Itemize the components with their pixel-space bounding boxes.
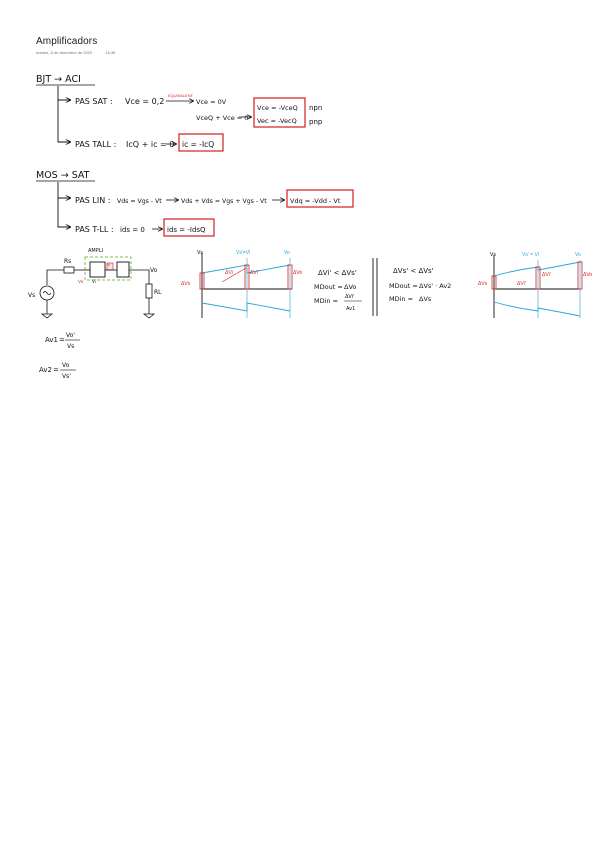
bjt-tall-box [178, 133, 224, 152]
bjt-tall-eq: IcQ + ic = 0 [126, 140, 174, 149]
right-vs-label: Vs [490, 252, 496, 258]
page-meta: martes, 8 de diciembre de 2020 16:38 [36, 50, 127, 55]
vi-label: Vi [92, 279, 96, 284]
bjt-box-line2: Vec = -VecQ [257, 117, 297, 125]
right-mdout-rhs: ΔVs' · Av2 [419, 282, 451, 290]
right-dvs-label: ΔVs [478, 281, 488, 287]
av2-num: Vo [62, 362, 70, 369]
bjt-box-line1: Vce = -VceQ [257, 104, 298, 112]
right-cond: ΔVs' < ΔVs' [393, 267, 434, 275]
left-dvi-label: ΔVi [225, 270, 233, 276]
left-equations: ΔVi' < ΔVs' MDout = ΔVo MDin = ΔVi' Av1 [314, 269, 362, 312]
mos-lin-box-text: Vdq = -Vdd - Vt [290, 197, 341, 205]
rs-label: Rs [64, 258, 71, 265]
bjt-sat-result1: Vce = 0V [196, 98, 227, 106]
mos-lin-eq1: Vds = Vgs - Vt [117, 198, 162, 205]
page-date: martes, 8 de diciembre de 2020 [36, 50, 93, 55]
svg-text:=: = [59, 336, 65, 344]
right-mdin-lhs: MDin = [389, 295, 413, 303]
left-vsvi-label: Vs'=Vi [236, 250, 250, 256]
bjt-sat-result-box [253, 97, 306, 128]
bjt-sat-eq: Vce = 0,2 [125, 97, 164, 106]
left-dvo-label: ΔVo [293, 270, 302, 276]
mos-lin-label: PAS LIN : [75, 196, 110, 205]
mos-header: MOS → SAT [36, 170, 90, 181]
left-waveform-graph: Vs Vs'=Vi Vo ΔVs ΔVi ΔVi' ΔVo [181, 250, 302, 318]
mos-tll-box [163, 218, 215, 237]
av2-den: Vs' [62, 373, 71, 380]
left-cond: ΔVi' < ΔVs' [318, 269, 357, 277]
ampli-dashed-box [84, 256, 132, 281]
av2-lhs: Av2 [39, 366, 52, 374]
rl-label: RL [154, 289, 162, 296]
gain-equations: Av1 = Vo' Vs Av2 = Vo Vs' [39, 332, 80, 380]
right-dvi-label: ΔVi' [517, 281, 526, 287]
stage2-block [116, 261, 130, 278]
mos-tll-label: PAS T-LL : [75, 225, 114, 234]
left-mdin-lhs: MDin = [314, 297, 338, 305]
right-mdin-rhs: ΔVs [419, 295, 432, 303]
mos-tll-box-text: ids = -IdsQ [167, 226, 206, 234]
left-dvs-label: ΔVs [181, 281, 191, 287]
bjt-tall-label: PAS TALL : [75, 140, 116, 149]
amplifier-circuit: AMPLI Rs Vs Vo RL Vs Vi Vi [28, 248, 162, 319]
right-dvi2-label: ΔVi' [542, 272, 551, 278]
page-time: 16:38 [105, 50, 116, 55]
rs-resistor [63, 266, 75, 274]
pnp-label: pnp [309, 118, 323, 126]
vo-label: Vo [150, 267, 158, 274]
left-mdout-lhs: MDout = [314, 283, 343, 291]
mos-lin-eq2: Vds + Vds = Vgs + Vgs - Vt [181, 198, 267, 205]
left-mdout-rhs: ΔVo [344, 283, 356, 291]
vs-red-label: Vs [78, 279, 84, 284]
mos-tll-eq: ids = 0 [120, 226, 145, 234]
ampli-label: AMPLI [88, 248, 103, 254]
vs-label: Vs [28, 292, 35, 299]
bjt-tall-box-text: ic = -IcQ [182, 140, 214, 149]
npn-label: npn [309, 104, 322, 112]
left-dvi2-label: ΔVi' [250, 270, 259, 276]
left-mdin-num: ΔVi' [345, 294, 355, 300]
right-waveform-graph: Vs Vs' = Vi Vo ΔVs ΔVi' ΔVi' ΔVo [478, 252, 592, 318]
bjt-sat-label: PAS SAT : [75, 97, 113, 106]
stage1-block [89, 261, 106, 278]
left-vs-label: Vs [197, 250, 203, 256]
svg-text:=: = [53, 366, 59, 374]
right-vsvi-label: Vs' = Vi [522, 252, 539, 258]
bjt-section: BJT → ACI PAS SAT : Vce = 0,2 EQUIVALENT… [36, 74, 323, 152]
bjt-header: BJT → ACI [36, 74, 81, 85]
av1-lhs: Av1 [45, 336, 58, 344]
vi-red-label: Vi [107, 263, 110, 267]
bjt-sat-result2: VceQ + Vce = 0 [196, 114, 248, 122]
mos-section: MOS → SAT PAS LIN : Vds = Vgs - Vt Vds +… [36, 170, 354, 237]
right-mdout-lhs: MDout = [389, 282, 418, 290]
mos-lin-box [286, 189, 354, 208]
right-dvo-label: ΔVo [583, 272, 592, 278]
left-mdin-den: Av1 [346, 306, 355, 312]
right-equations: ΔVs' < ΔVs' MDout = ΔVs' · Av2 MDin = ΔV… [389, 267, 451, 303]
right-vo-label: Vo [575, 252, 581, 258]
av1-den: Vs [67, 343, 74, 350]
rl-resistor [145, 283, 153, 299]
left-vo-label: Vo [284, 250, 290, 256]
av1-num: Vo' [66, 332, 75, 339]
equivalent-note: EQUIVALENT [168, 93, 194, 98]
page-title: Amplificadors [36, 36, 98, 47]
